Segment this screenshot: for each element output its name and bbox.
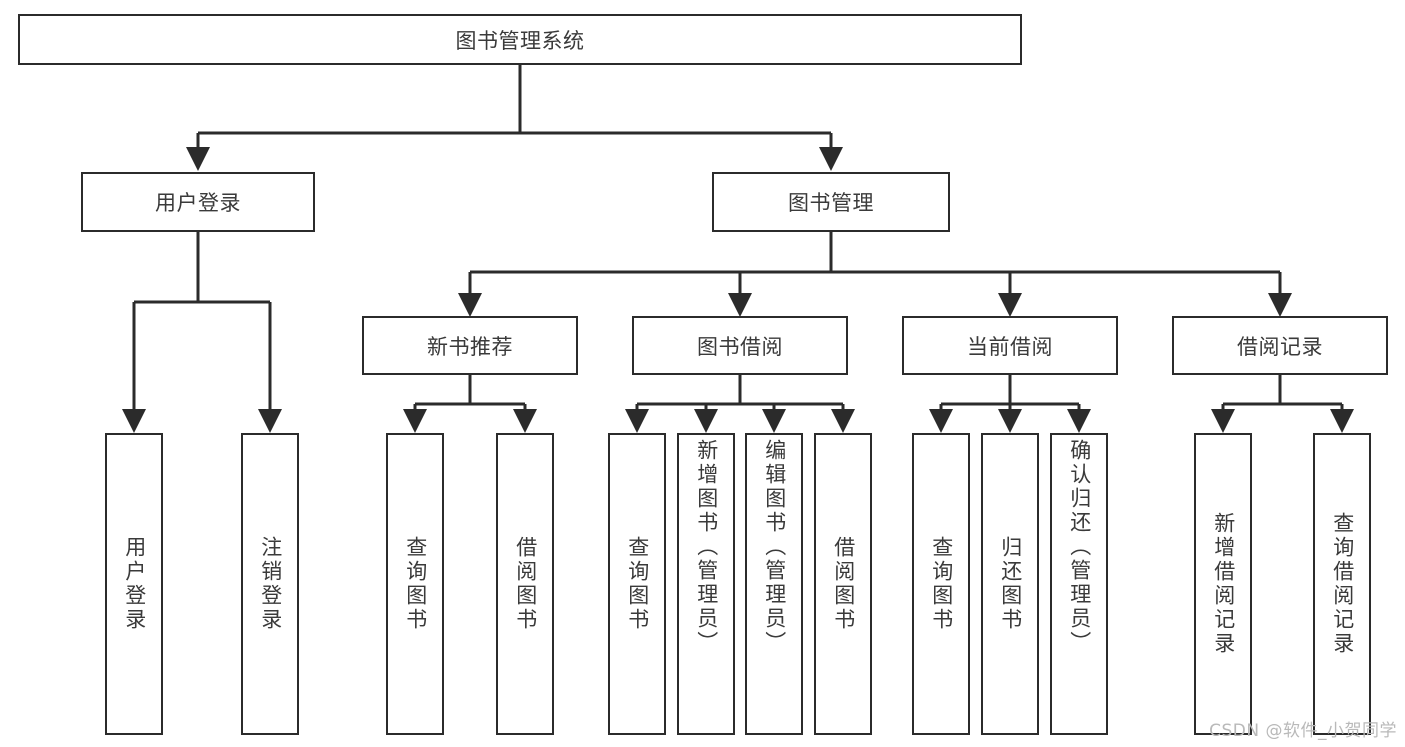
node-root[interactable]: 图书管理系统 — [18, 14, 1022, 65]
node-book-borrow[interactable]: 图书借阅 — [632, 316, 848, 375]
leaf-query-book-1[interactable]: 查询图书 — [386, 433, 444, 735]
leaf-edit-book[interactable]: 编辑图书（管理员） — [745, 433, 803, 735]
node-user-login[interactable]: 用户登录 — [81, 172, 315, 232]
node-new-book-rec-label: 新书推荐 — [427, 334, 513, 359]
node-user-login-label: 用户登录 — [155, 191, 241, 215]
node-root-label: 图书管理系统 — [455, 28, 585, 53]
leaf-borrow-book-1-label: 借阅图书 — [513, 536, 538, 632]
node-book-borrow-label: 图书借阅 — [697, 334, 783, 359]
leaf-add-record[interactable]: 新增借阅记录 — [1194, 433, 1252, 735]
leaf-logout-label: 注销登录 — [258, 536, 283, 632]
node-new-book-rec[interactable]: 新书推荐 — [362, 316, 578, 375]
leaf-query-book-2-label: 查询图书 — [625, 536, 650, 632]
leaf-query-book-1-label: 查询图书 — [403, 536, 428, 632]
leaf-query-record-label: 查询借阅记录 — [1330, 512, 1355, 656]
leaf-borrow-book-1[interactable]: 借阅图书 — [496, 433, 554, 735]
node-book-manage-label: 图书管理 — [788, 191, 874, 215]
leaf-logout[interactable]: 注销登录 — [241, 433, 299, 735]
leaf-query-book-3-label: 查询图书 — [929, 536, 954, 632]
node-borrow-record-label: 借阅记录 — [1237, 334, 1323, 359]
leaf-confirm-return[interactable]: 确认归还（管理员） — [1050, 433, 1108, 735]
node-book-manage[interactable]: 图书管理 — [712, 172, 950, 232]
node-current-borrow[interactable]: 当前借阅 — [902, 316, 1118, 375]
leaf-return-book-label: 归还图书 — [998, 536, 1023, 632]
leaf-borrow-book-2[interactable]: 借阅图书 — [814, 433, 872, 735]
watermark-text: CSDN @软件_小贺同学 — [1209, 721, 1397, 741]
leaf-user-login-label: 用户登录 — [122, 536, 147, 632]
node-current-borrow-label: 当前借阅 — [967, 334, 1053, 359]
leaf-add-record-label: 新增借阅记录 — [1211, 512, 1236, 656]
leaf-confirm-return-label: 确认归还（管理员） — [1067, 439, 1092, 655]
leaf-query-book-2[interactable]: 查询图书 — [608, 433, 666, 735]
leaf-user-login[interactable]: 用户登录 — [105, 433, 163, 735]
leaf-add-book-label: 新增图书（管理员） — [694, 439, 719, 655]
leaf-add-book[interactable]: 新增图书（管理员） — [677, 433, 735, 735]
leaf-borrow-book-2-label: 借阅图书 — [831, 536, 856, 632]
node-borrow-record[interactable]: 借阅记录 — [1172, 316, 1388, 375]
leaf-query-book-3[interactable]: 查询图书 — [912, 433, 970, 735]
leaf-return-book[interactable]: 归还图书 — [981, 433, 1039, 735]
leaf-edit-book-label: 编辑图书（管理员） — [762, 439, 787, 655]
leaf-query-record[interactable]: 查询借阅记录 — [1313, 433, 1371, 735]
